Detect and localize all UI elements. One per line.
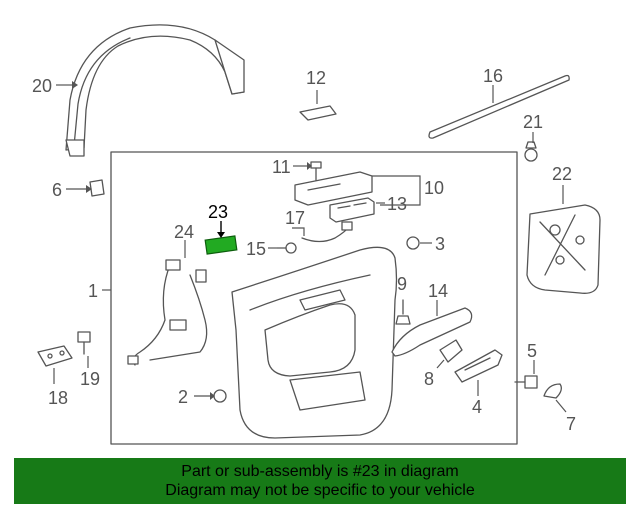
callout-9: 9: [397, 274, 407, 294]
callout-11: 11: [272, 157, 291, 177]
part-2-clip: [213, 389, 227, 403]
callout-20: 20: [32, 76, 52, 96]
part-4-inside-handle: [454, 349, 503, 383]
callout-23: 23: [208, 202, 228, 222]
callout-14: 14: [428, 281, 448, 301]
part-13-window-switch: [329, 197, 375, 223]
parts-diagram: 20 12 16 21 22 6 1 11 10: [32, 24, 601, 445]
door-trim-panel: [231, 246, 398, 439]
callout-17: 17: [285, 208, 305, 228]
banner-line-1: Part or sub-assembly is #23 in diagram: [181, 463, 459, 480]
part-11-screw: [310, 161, 322, 181]
part-18-bracket: [37, 345, 73, 367]
part-3-plug: [406, 236, 420, 250]
part-12-trim: [299, 105, 337, 121]
part-8-handle-bezel: [439, 339, 463, 363]
part-6-bracket: [89, 179, 105, 197]
part-21-clip: [524, 141, 538, 162]
callout-24: 24: [174, 222, 194, 242]
callout-12: 12: [306, 68, 326, 88]
callout-22: 22: [552, 164, 572, 184]
part-14-armrest-trim: [391, 307, 473, 357]
callout-5: 5: [527, 341, 537, 361]
callout-7: 7: [566, 414, 576, 434]
callout-8: 8: [424, 369, 434, 389]
callout-10: 10: [424, 178, 444, 198]
callout-4: 4: [472, 397, 482, 417]
part-7-cap: [543, 383, 562, 399]
callout-3: 3: [435, 234, 445, 254]
part-9-clip: [395, 299, 411, 325]
part-16-belt-molding: [428, 74, 570, 139]
callout-18: 18: [48, 388, 68, 408]
callout-21: 21: [523, 112, 543, 132]
assembly-frame: [110, 151, 518, 445]
part-15-push-clip: [277, 242, 297, 254]
part-22-regulator: [526, 204, 601, 294]
callout-1: 1: [88, 281, 98, 301]
callout-2: 2: [178, 387, 188, 407]
part-20-frame-molding: [65, 24, 245, 157]
part-24-wiring-harness: [127, 259, 208, 366]
callout-13: 13: [387, 194, 407, 214]
part-23-highlighted: [204, 235, 238, 255]
part-19-bolt: [77, 331, 91, 355]
part-5-bolt: [514, 375, 538, 389]
callout-19: 19: [80, 369, 100, 389]
banner-line-2: Diagram may not be specific to your vehi…: [165, 482, 475, 499]
callout-6: 6: [52, 180, 62, 200]
callout-15: 15: [246, 239, 266, 259]
info-banner: Part or sub-assembly is #23 in diagram D…: [14, 458, 626, 504]
part-10-switch-bezel: [294, 171, 373, 206]
callout-16: 16: [483, 66, 503, 86]
